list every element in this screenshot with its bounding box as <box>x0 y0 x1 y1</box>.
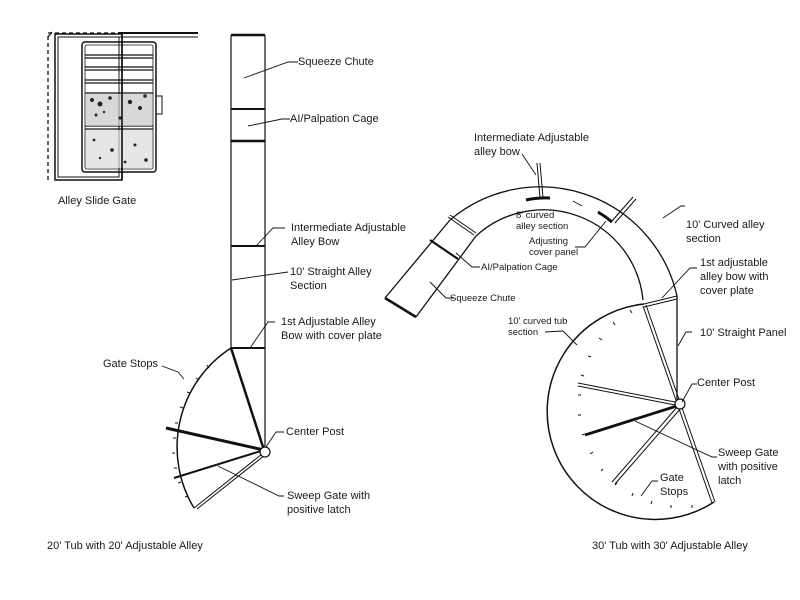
label-curved-tub-1: 10' curved tub <box>508 316 567 327</box>
label-adjusting-panel-1: Adjusting <box>529 236 568 247</box>
label-gate-stops-1: Gate <box>660 472 684 484</box>
right-tub-diagram: Intermediate Adjustable alley bow 8' cur… <box>384 132 787 552</box>
label-sweep-gate-2: with positive <box>717 461 778 473</box>
gate-stop-ticks <box>172 364 210 498</box>
chute-wall-outer <box>384 219 451 299</box>
left-tub-diagram: Squeeze Chute AI/Palpation Cage Intermed… <box>47 33 406 552</box>
gate-latch <box>155 95 163 115</box>
intermediate-bow-b <box>539 162 544 199</box>
tub-panel-3b <box>196 454 266 510</box>
label-curved-alley-10-1: 10' Curved alley <box>686 219 765 231</box>
cage-divider <box>429 239 459 260</box>
alley-outer-arc <box>449 186 678 297</box>
tub-panel-2a <box>577 382 681 404</box>
label-sweep-gate-3: latch <box>718 475 741 487</box>
sweep-gate <box>584 403 681 437</box>
label-first-bow-1: 1st adjustable <box>700 257 768 269</box>
left-leader-lines <box>161 61 298 497</box>
cage-back-b <box>449 214 477 234</box>
tub-panel-2b <box>577 385 681 407</box>
center-post-icon <box>259 446 271 458</box>
label-sweep-gate-2: positive latch <box>287 504 351 516</box>
left-diagram-caption: 20' Tub with 20' Adjustable Alley <box>47 540 203 552</box>
adjusting-cover-panel-right <box>597 210 613 224</box>
tub-panel-2 <box>165 426 265 452</box>
sheet-panel-upper <box>86 94 152 126</box>
label-first-bow-2: alley bow with <box>700 271 768 283</box>
tub-curve <box>176 347 232 509</box>
label-adjusting-panel-2: cover panel <box>529 247 578 258</box>
panel-texture <box>90 94 148 164</box>
alley-slide-gate: Alley Slide Gate <box>47 31 198 207</box>
label-curved-alley-8-1: 8' curved <box>516 210 554 221</box>
label-first-bow-1: 1st Adjustable Alley <box>281 316 376 328</box>
center-post-icon <box>674 398 686 410</box>
label-intermediate-bow-1: Intermediate Adjustable <box>474 132 589 144</box>
arrow-head <box>47 31 53 38</box>
tub-panel-3a <box>193 453 263 509</box>
label-curved-tub-2: section <box>508 327 538 338</box>
label-ai-palpation-cage: AI/Palpation Cage <box>290 113 379 125</box>
curved-section-joint-b <box>614 198 637 224</box>
label-straight-alley-2: Section <box>290 280 327 292</box>
chute-front <box>384 296 417 319</box>
label-intermediate-bow-2: alley bow <box>474 146 520 158</box>
label-center-post: Center Post <box>697 377 755 389</box>
tub-panel-1 <box>229 347 266 451</box>
label-squeeze-chute: Squeeze Chute <box>450 293 516 304</box>
curved-section-joint-a <box>611 196 634 222</box>
label-gate-stops-2: Stops <box>660 486 689 498</box>
slide-gate-caption: Alley Slide Gate <box>58 195 136 207</box>
label-ai-palpation-cage: AI/Palpation Cage <box>481 262 558 273</box>
first-bow-a <box>643 295 678 305</box>
gate-travel-path <box>47 32 116 180</box>
label-first-bow-2: Bow with cover plate <box>281 330 382 342</box>
label-gate-stops: Gate Stops <box>103 358 159 370</box>
label-sweep-gate-1: Sweep Gate <box>718 447 779 459</box>
sweep-gate <box>173 449 265 479</box>
gate-stop-ticks <box>578 309 693 508</box>
right-diagram-caption: 30' Tub with 30' Adjustable Alley <box>592 540 748 552</box>
tub-panel-3b <box>614 407 682 485</box>
cage-back-a <box>447 216 475 236</box>
sheet-panel-lower <box>86 130 152 168</box>
adjusting-cover-panel-left <box>525 196 551 202</box>
right-leader-lines <box>429 153 717 497</box>
label-center-post: Center Post <box>286 426 344 438</box>
gate-panel-inner <box>84 44 154 170</box>
chute-wall-inner <box>415 235 477 318</box>
label-straight-alley-1: 10' Straight Alley <box>290 266 372 278</box>
label-curved-alley-8-2: alley section <box>516 221 568 232</box>
label-squeeze-chute: Squeeze Chute <box>298 56 374 68</box>
label-intermediate-bow-1: Intermediate Adjustable <box>291 222 406 234</box>
tub-curve <box>546 303 715 521</box>
alley-inner-arc <box>475 209 644 301</box>
label-curved-alley-10-2: section <box>686 233 721 245</box>
label-straight-panel: 10' Straight Panel <box>700 327 787 339</box>
label-first-bow-3: cover plate <box>700 285 754 297</box>
label-intermediate-bow-2: Alley Bow <box>291 236 339 248</box>
label-sweep-gate-1: Sweep Gate with <box>287 490 370 502</box>
tub-panel-3a <box>611 405 679 483</box>
first-bow-b <box>643 298 678 308</box>
intermediate-bow-a <box>536 162 541 199</box>
